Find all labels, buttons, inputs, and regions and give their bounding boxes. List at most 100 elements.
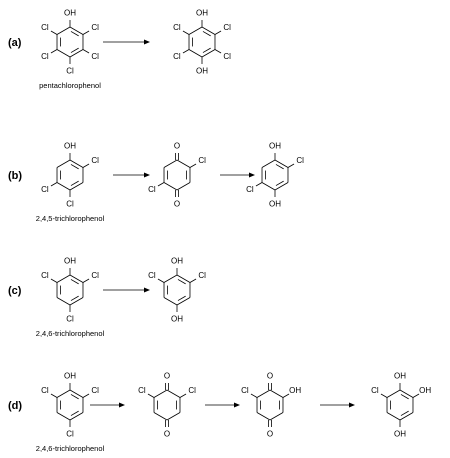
- double-bond: [70, 31, 79, 37]
- substituent-bond: [250, 393, 258, 398]
- arrow-head: [249, 172, 255, 178]
- ring-bond: [69, 26, 84, 35]
- atom-label: Cl: [91, 23, 99, 32]
- atom-label: O: [267, 430, 273, 439]
- arrow-head: [119, 402, 125, 408]
- ring-bond: [274, 182, 289, 191]
- arrow-head: [234, 402, 240, 408]
- substituent-bond: [380, 393, 388, 398]
- arrow-head: [144, 39, 150, 45]
- substituent-bond: [82, 393, 90, 398]
- substituent-bond: [82, 49, 90, 54]
- double-bond: [70, 47, 79, 53]
- ring-bond: [69, 49, 84, 58]
- ring-bond: [69, 159, 84, 168]
- atom-label: OH: [289, 386, 301, 395]
- substituent-bond: [255, 182, 263, 187]
- atom-label: OH: [171, 257, 183, 266]
- atom-label: Cl: [66, 430, 74, 439]
- substituent-bond: [214, 30, 222, 35]
- double-bond: [177, 295, 186, 301]
- double-bond: [202, 31, 211, 37]
- atom-label: OH: [196, 9, 208, 18]
- atom-label: O: [267, 372, 273, 381]
- double-bond: [177, 279, 186, 285]
- arrow-head: [144, 172, 150, 178]
- ring-bond: [399, 389, 414, 398]
- atom-label: O: [164, 430, 170, 439]
- compound-name: 2,4,6-trichlorophenol: [36, 444, 105, 453]
- compound-name: 2,4,5-trichlorophenol: [36, 214, 105, 223]
- ring-bond: [163, 274, 178, 283]
- ring-bond: [56, 389, 71, 398]
- ring-bond: [256, 412, 271, 421]
- ring-bond: [166, 412, 181, 421]
- ring-bond: [56, 182, 71, 191]
- atom-label: Cl: [91, 156, 99, 165]
- double-bond: [70, 279, 79, 285]
- double-bond: [400, 410, 409, 416]
- substituent-bond: [82, 163, 90, 168]
- double-bond: [70, 180, 79, 186]
- ring-bond: [261, 182, 276, 191]
- atom-label: O: [174, 200, 180, 209]
- atom-label: Cl: [66, 67, 74, 76]
- atom-label: OH: [269, 142, 281, 151]
- atom-label: Cl: [66, 315, 74, 324]
- reaction-arrow: [320, 402, 355, 408]
- ring-bond: [176, 182, 191, 191]
- atom-label: Cl: [223, 52, 231, 61]
- ring-bond: [201, 26, 216, 35]
- atom-label: Cl: [66, 200, 74, 209]
- atom-label: Cl: [198, 156, 206, 165]
- ring-bond: [256, 389, 271, 398]
- ring-bond: [153, 389, 168, 398]
- substituent-bond: [157, 278, 165, 283]
- atom-label: O: [174, 142, 180, 151]
- ring-bond: [153, 412, 168, 421]
- atom-label: OH: [394, 372, 406, 381]
- atom-label: Cl: [173, 23, 181, 32]
- atom-label: Cl: [223, 23, 231, 32]
- ring-bond: [56, 412, 71, 421]
- atom-label: Cl: [138, 386, 146, 395]
- ring-bond: [163, 182, 178, 191]
- atom-label: Cl: [296, 156, 304, 165]
- atom-label: Cl: [91, 52, 99, 61]
- reaction-arrow: [220, 172, 255, 178]
- substituent-bond: [182, 49, 190, 54]
- atom-label: Cl: [188, 386, 196, 395]
- substituent-bond: [157, 182, 165, 187]
- atom-label: O: [164, 372, 170, 381]
- reaction-arrow: [205, 402, 240, 408]
- atom-label: OH: [269, 200, 281, 209]
- atom-label: OH: [394, 430, 406, 439]
- reaction-arrow: [90, 402, 125, 408]
- ring-bond: [166, 389, 181, 398]
- ring-bond: [261, 159, 276, 168]
- ring-bond: [56, 159, 71, 168]
- substituent-bond: [182, 30, 190, 35]
- atom-label: OH: [64, 257, 76, 266]
- atom-label: Cl: [41, 23, 49, 32]
- substituent-bond: [282, 393, 290, 398]
- reaction-arrow: [103, 287, 150, 293]
- atom-label: Cl: [246, 185, 254, 194]
- atom-label: OH: [419, 386, 431, 395]
- double-bond: [70, 394, 79, 400]
- atom-label: OH: [171, 315, 183, 324]
- double-bond: [275, 164, 284, 170]
- ring-bond: [163, 159, 178, 168]
- ring-bond: [269, 389, 284, 398]
- substituent-bond: [82, 30, 90, 35]
- compound-name: 2,4,6-trichlorophenol: [36, 329, 105, 338]
- substituent-bond: [287, 163, 295, 168]
- substituent-bond: [179, 393, 187, 398]
